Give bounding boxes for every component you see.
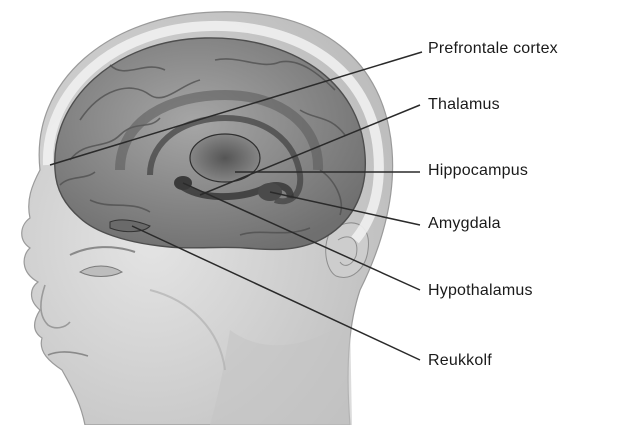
label-thalamus: Thalamus	[428, 96, 500, 114]
label-amygdala: Amygdala	[428, 215, 501, 233]
label-prefrontal-cortex: Prefrontale cortex	[428, 40, 558, 58]
label-hypothalamus: Hypothalamus	[428, 282, 533, 300]
label-hippocampus: Hippocampus	[428, 162, 528, 180]
label-olfactory-bulb: Reukkolf	[428, 352, 492, 370]
